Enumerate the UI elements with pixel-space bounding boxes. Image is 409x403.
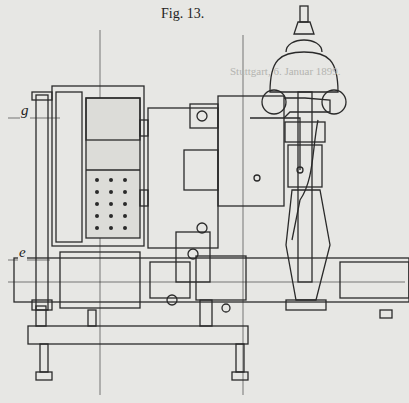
part-letter: e — [18, 244, 27, 261]
part-letter: g — [20, 102, 30, 119]
figure-title: Fig. 13. — [160, 6, 205, 22]
show-through-text: Stuttgart, 6. Januar 1899. — [230, 66, 341, 77]
